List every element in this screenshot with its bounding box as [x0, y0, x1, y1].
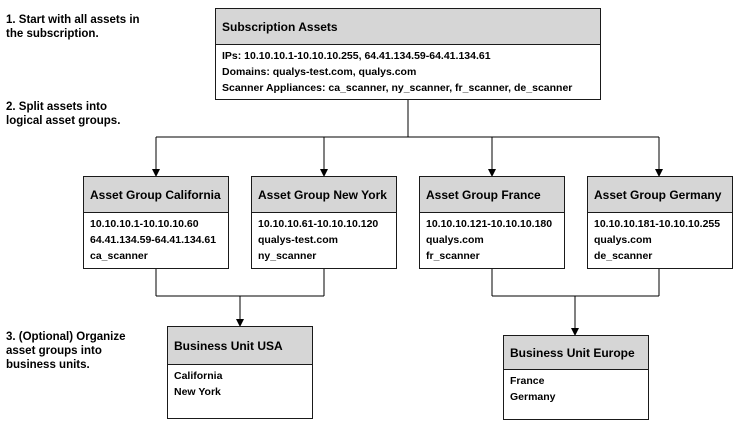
asset-group-germany-title: Asset Group Germany: [588, 177, 732, 213]
business-unit-europe-box: Business Unit Europe France Germany: [503, 335, 649, 420]
asset-group-france-details: 10.10.10.121-10.10.10.180 qualys.com fr_…: [426, 218, 553, 262]
asset-group-new-york-details: 10.10.10.61-10.10.10.120 qualys-test.com…: [258, 218, 379, 262]
step-3-label: 3. (Optional) Organize asset groups into…: [6, 331, 126, 371]
asset-group-germany-details: 10.10.10.181-10.10.10.255 qualys.com de_…: [594, 218, 721, 262]
business-unit-europe-title: Business Unit Europe: [504, 336, 648, 370]
asset-group-france-box: Asset Group France 10.10.10.121-10.10.10…: [419, 176, 565, 269]
asset-group-california-box: Asset Group California 10.10.10.1-10.10.…: [83, 176, 229, 269]
asset-group-new-york-box: Asset Group New York 10.10.10.61-10.10.1…: [251, 176, 397, 269]
subscription-assets-details: IPs: 10.10.10.1-10.10.10.255, 64.41.134.…: [222, 50, 573, 94]
step-1-label: 1. Start with all assets in the subscrip…: [6, 14, 140, 40]
subscription-assets-box: Subscription Assets IPs: 10.10.10.1-10.1…: [215, 8, 601, 100]
step-2-label: 2. Split assets into logical asset group…: [6, 101, 121, 127]
asset-group-california-details: 10.10.10.1-10.10.10.60 64.41.134.59-64.4…: [90, 218, 217, 262]
asset-group-france-title: Asset Group France: [420, 177, 564, 213]
business-unit-europe-details: France Germany: [510, 375, 556, 403]
business-unit-usa-box: Business Unit USA California New York: [167, 326, 313, 419]
asset-group-germany-box: Asset Group Germany 10.10.10.181-10.10.1…: [587, 176, 733, 269]
asset-group-california-title: Asset Group California: [84, 177, 228, 213]
business-unit-usa-details: California New York: [174, 370, 223, 398]
asset-group-new-york-title: Asset Group New York: [252, 177, 396, 213]
subscription-assets-title: Subscription Assets: [216, 9, 600, 45]
business-unit-usa-title: Business Unit USA: [168, 327, 312, 365]
